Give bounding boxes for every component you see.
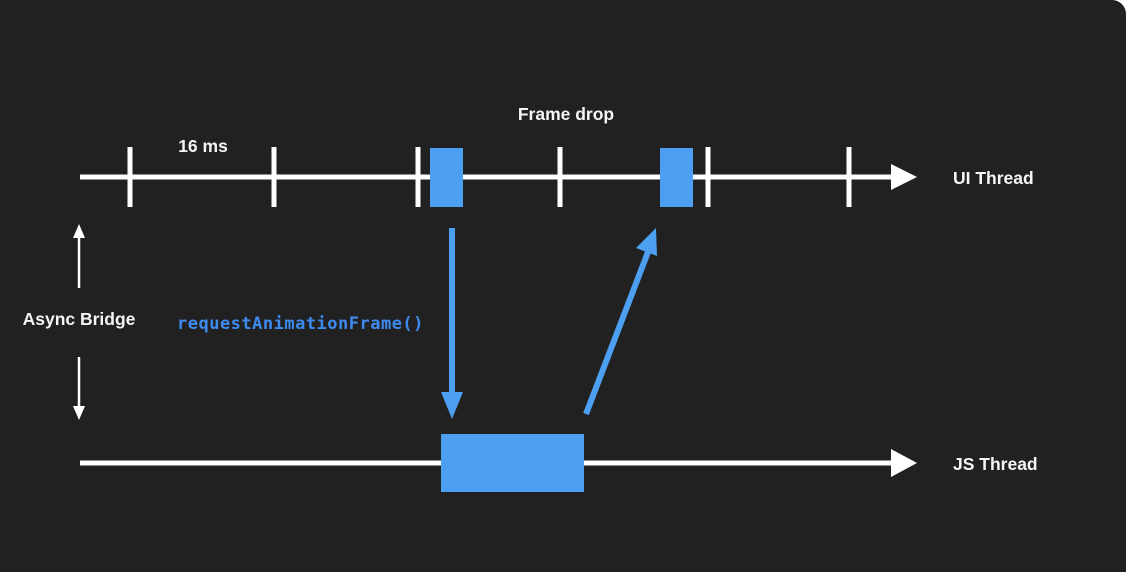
raf-up-arrowhead-icon [636,228,657,256]
raf-code-label: requestAnimationFrame() [177,314,424,334]
ui-frame-block-2 [660,148,693,207]
js-thread-label: JS Thread [953,454,1038,474]
bridge-down-arrowhead-icon [73,406,85,420]
frame-drop-label: Frame drop [518,104,614,124]
js-thread-arrowhead-icon [891,449,917,477]
raf-up-arrow-shaft [583,250,651,416]
raf-down-arrowhead-icon [441,392,463,419]
js-work-block [441,434,584,492]
js-thread-timeline: JS Thread [80,434,1038,492]
bridge-up-arrowhead-icon [73,224,85,238]
ui-thread-timeline: 16 ms Frame drop UI Thread [80,104,1034,207]
async-bridge-label: Async Bridge [23,309,136,329]
ui-thread-arrowhead-icon [891,164,917,190]
ui-thread-label: UI Thread [953,168,1034,188]
ui-frame-block-1 [430,148,463,207]
interval-label: 16 ms [178,136,228,156]
async-bridge: Async Bridge [23,224,136,420]
raf-flow: requestAnimationFrame() [177,228,657,419]
